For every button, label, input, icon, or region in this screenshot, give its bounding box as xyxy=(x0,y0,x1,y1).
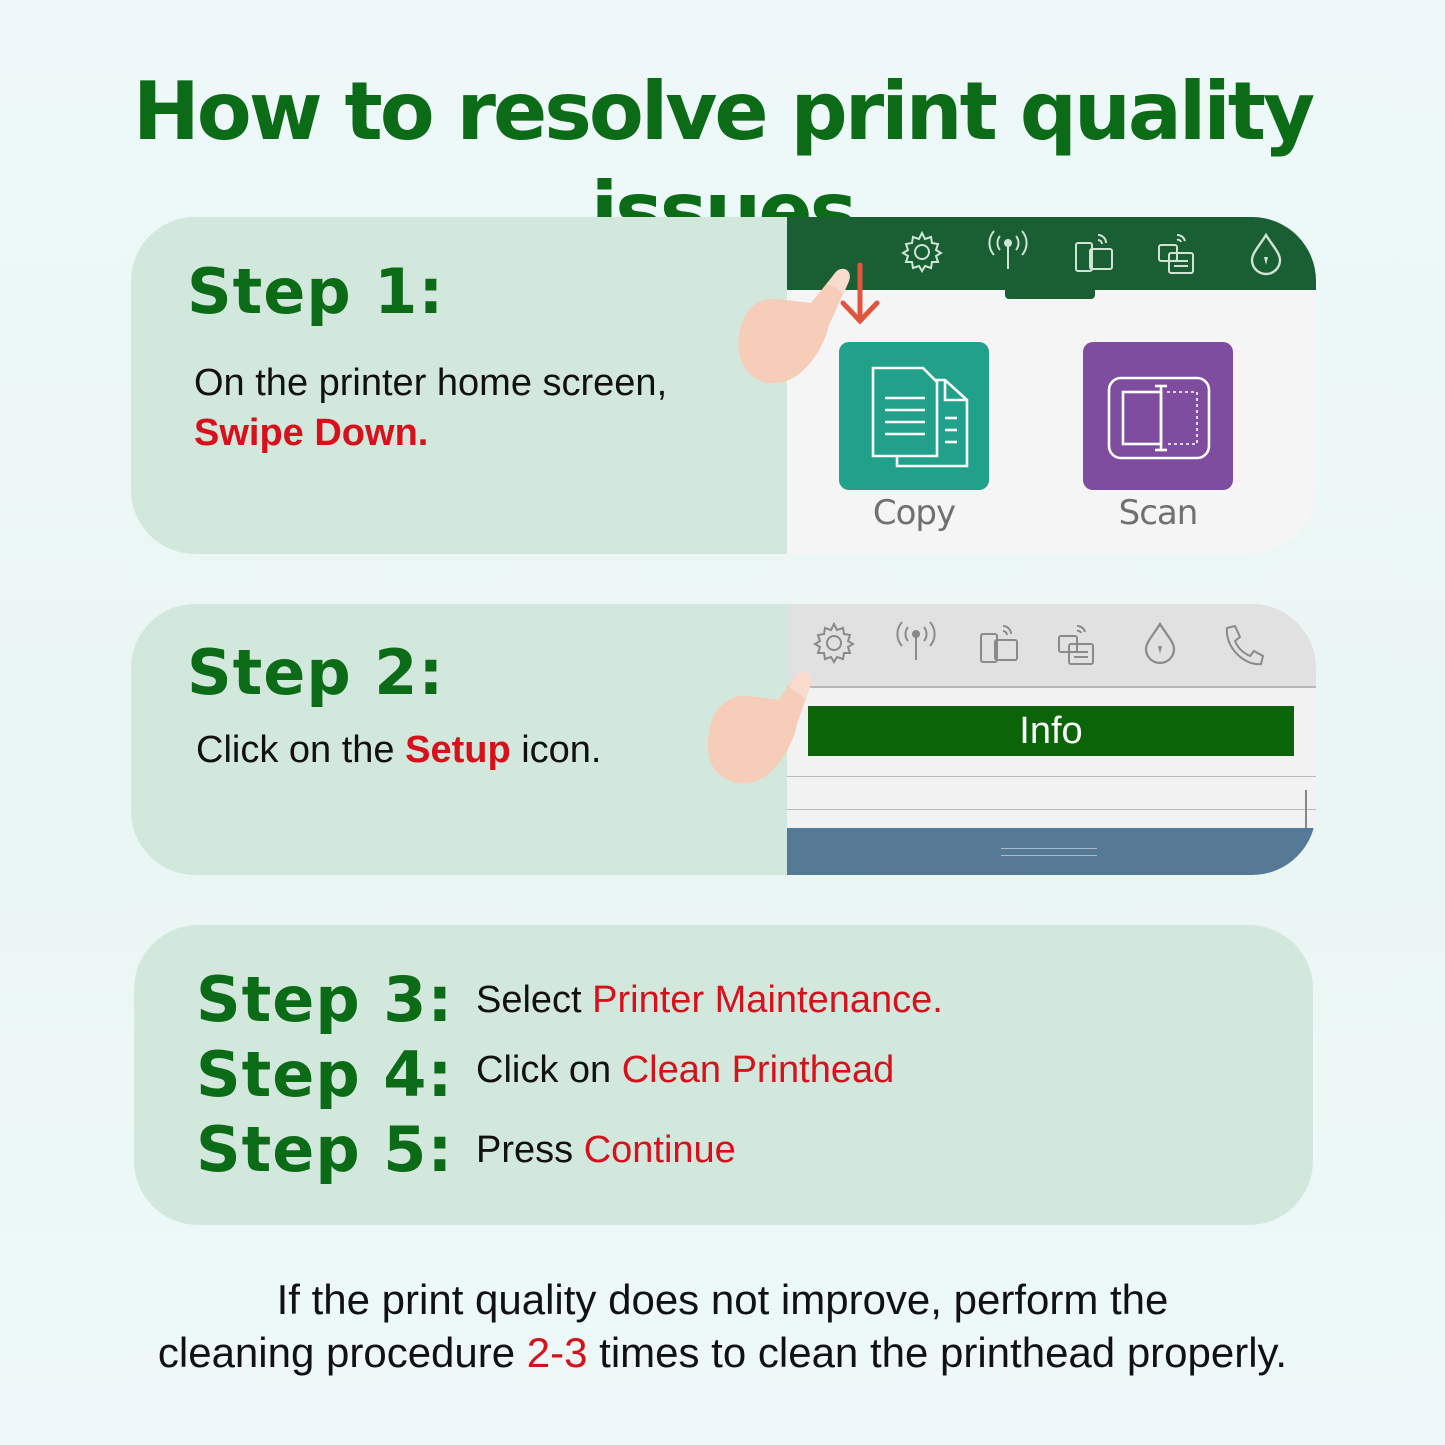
copy-app-button[interactable] xyxy=(839,342,989,490)
copy-app-label: Copy xyxy=(872,493,956,533)
step-1-title: Step 1: xyxy=(187,255,445,328)
scan-icon xyxy=(1107,376,1211,460)
swipe-tab[interactable] xyxy=(1005,287,1095,299)
step-5-text-label: Press xyxy=(476,1129,584,1171)
printer-home-screen: Copy Scan xyxy=(787,217,1316,554)
step-2-text-after: icon. xyxy=(510,729,602,771)
step-4-text-label: Click on xyxy=(476,1049,622,1091)
pointing-finger-icon xyxy=(738,268,850,384)
scrollbar[interactable] xyxy=(1305,790,1307,840)
step-4-highlight: Clean Printhead xyxy=(621,1049,895,1091)
footer-line-2: cleaning procedure 2-3 times to clean th… xyxy=(0,1327,1445,1379)
step-4-text: Click on Clean Printhead xyxy=(476,1045,894,1095)
swipe-down-arrow-icon xyxy=(840,262,880,325)
copy-icon xyxy=(871,366,969,468)
pointing-finger-icon xyxy=(707,671,812,784)
page-title: How to resolve print quality issues xyxy=(132,65,1315,258)
step-3-text: Select Printer Maintenance. xyxy=(476,975,943,1025)
fax-icon[interactable] xyxy=(1155,231,1201,277)
icon-bar xyxy=(787,604,1316,688)
gear-icon[interactable] xyxy=(899,229,945,275)
step-5-highlight: Continue xyxy=(583,1129,736,1171)
step-3-title: Step 3: xyxy=(196,963,454,1036)
printer-menu-screen: Info xyxy=(787,604,1316,875)
drawer-grip xyxy=(1001,855,1097,856)
footer-highlight: 2-3 xyxy=(526,1329,588,1376)
step-2-title: Step 2: xyxy=(187,636,445,709)
step-2-card: Step 2: Click on the Setup icon. xyxy=(131,604,1316,875)
bottom-drawer-bar[interactable] xyxy=(787,828,1316,875)
step-1-text: On the printer home screen, xyxy=(194,362,668,404)
step-3-highlight: Printer Maintenance. xyxy=(592,979,943,1021)
footer-text-after: times to clean the printhead properly. xyxy=(587,1329,1288,1376)
step-5-text: Press Continue xyxy=(476,1125,736,1175)
step-2-text: Click on the Setup icon. xyxy=(196,725,601,775)
step-3-text-label: Select xyxy=(476,979,593,1021)
scan-app-button[interactable] xyxy=(1083,342,1233,490)
ink-drop-icon[interactable] xyxy=(1243,231,1289,277)
step-5-title: Step 5: xyxy=(196,1113,454,1186)
gear-icon[interactable] xyxy=(811,620,857,666)
status-bar[interactable] xyxy=(787,217,1316,290)
mobile-print-icon[interactable] xyxy=(1072,231,1118,277)
steps-3-5-card: Step 3: Select Printer Maintenance. Step… xyxy=(134,925,1313,1225)
step-2-highlight: Setup xyxy=(405,729,511,771)
step-1-highlight: Swipe Down. xyxy=(194,412,429,454)
menu-divider xyxy=(787,776,1316,777)
fax-icon[interactable] xyxy=(1055,622,1101,668)
menu-divider xyxy=(787,809,1316,810)
drawer-grip xyxy=(1001,848,1097,849)
wireless-icon[interactable] xyxy=(985,227,1031,273)
step-4-title: Step 4: xyxy=(196,1038,454,1111)
info-menu-item[interactable]: Info xyxy=(808,706,1294,756)
footer-line-1: If the print quality does not improve, p… xyxy=(276,1276,1169,1323)
step-1-card: Step 1: On the printer home screen, Swip… xyxy=(131,217,1316,554)
step-2-text-before: Click on the xyxy=(196,729,406,771)
scan-app-label: Scan xyxy=(1118,493,1199,533)
footer-text-before: cleaning procedure xyxy=(157,1329,527,1376)
phone-icon[interactable] xyxy=(1219,622,1265,668)
mobile-print-icon[interactable] xyxy=(977,622,1023,668)
ink-drop-icon[interactable] xyxy=(1137,620,1183,666)
wireless-icon[interactable] xyxy=(893,618,939,664)
